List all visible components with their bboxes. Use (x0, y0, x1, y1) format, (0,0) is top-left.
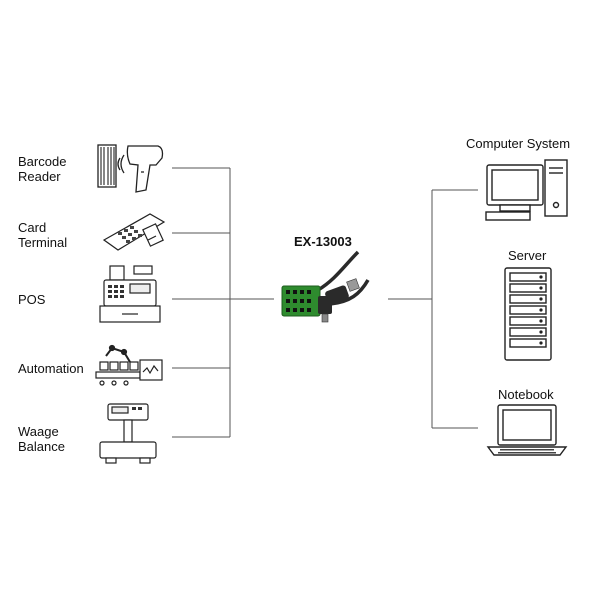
device-label-computer-system: Computer System (466, 136, 571, 151)
label-line: Card (18, 220, 47, 235)
right-connector-lines (388, 189, 478, 429)
label-line: Waage (18, 424, 59, 439)
usb-serial-adapter-icon (281, 250, 370, 323)
laptop-icon (486, 404, 568, 456)
device-label-card-terminal: Card Terminal (18, 220, 67, 250)
barcode-reader-icon (97, 144, 164, 193)
pos-icon (99, 265, 161, 323)
label-line: Terminal (18, 235, 68, 250)
label-line: Balance (18, 439, 65, 454)
device-label-pos: POS (18, 292, 45, 307)
label-line: Automation (18, 361, 84, 376)
label-line: POS (18, 292, 46, 307)
server-rack-icon (504, 267, 552, 361)
scale-icon (99, 403, 157, 464)
card-terminal-icon (102, 213, 166, 251)
label-line: Barcode (18, 154, 67, 169)
device-label-waage-balance: Waage Balance (18, 424, 65, 454)
label-line: Reader (18, 169, 61, 184)
device-label-server: Server (508, 248, 547, 263)
product-label: EX-13003 (294, 234, 352, 249)
left-connector-lines (172, 167, 274, 438)
device-label-notebook: Notebook (498, 387, 554, 402)
device-label-barcode-reader: Barcode Reader (18, 154, 66, 184)
desktop-computer-icon (485, 159, 568, 221)
automation-icon (95, 344, 163, 386)
device-label-automation: Automation (18, 361, 84, 376)
